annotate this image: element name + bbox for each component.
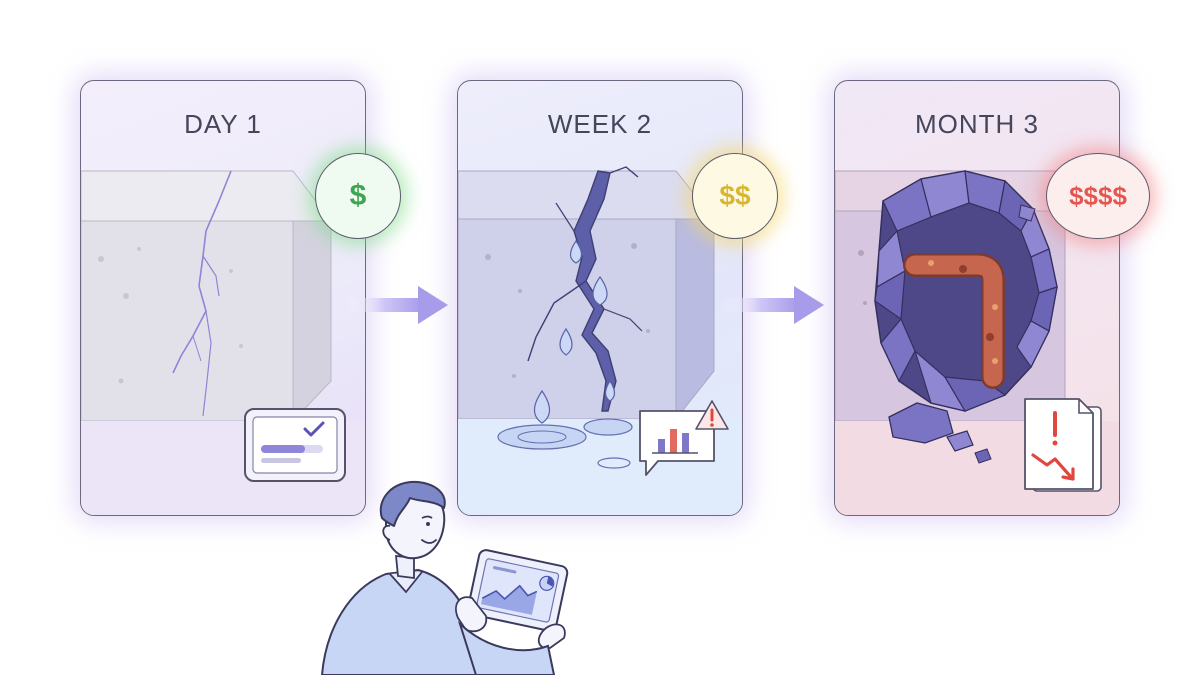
- chart-warning-icon: [639, 400, 729, 476]
- cost-label: $$$$: [1069, 180, 1127, 211]
- cost-label: $$: [719, 180, 751, 211]
- stage-panel-week2: WEEK 2: [457, 80, 743, 516]
- progression-arrow-icon: [722, 286, 824, 324]
- stage-title: WEEK 2: [547, 109, 653, 139]
- decline-report-icon: [1024, 398, 1102, 492]
- stage-panel-month3: MONTH 3: [834, 80, 1120, 516]
- stage-panel-day1: DAY 1: [80, 80, 366, 516]
- cost-badge-month3: $$$$: [1046, 153, 1150, 239]
- person-with-tablet-illustration: [320, 480, 569, 675]
- progression-arrow-icon: [346, 286, 448, 324]
- tablet-check-icon: [244, 408, 346, 482]
- collapsed-wall-pipe-illustration: [835, 170, 1119, 515]
- cost-label: $: [349, 179, 367, 212]
- cost-badge-week2: $$: [692, 153, 778, 239]
- cost-badge-day1: $: [315, 153, 401, 239]
- stage-title: DAY 1: [184, 109, 262, 139]
- stage-title: MONTH 3: [915, 109, 1039, 139]
